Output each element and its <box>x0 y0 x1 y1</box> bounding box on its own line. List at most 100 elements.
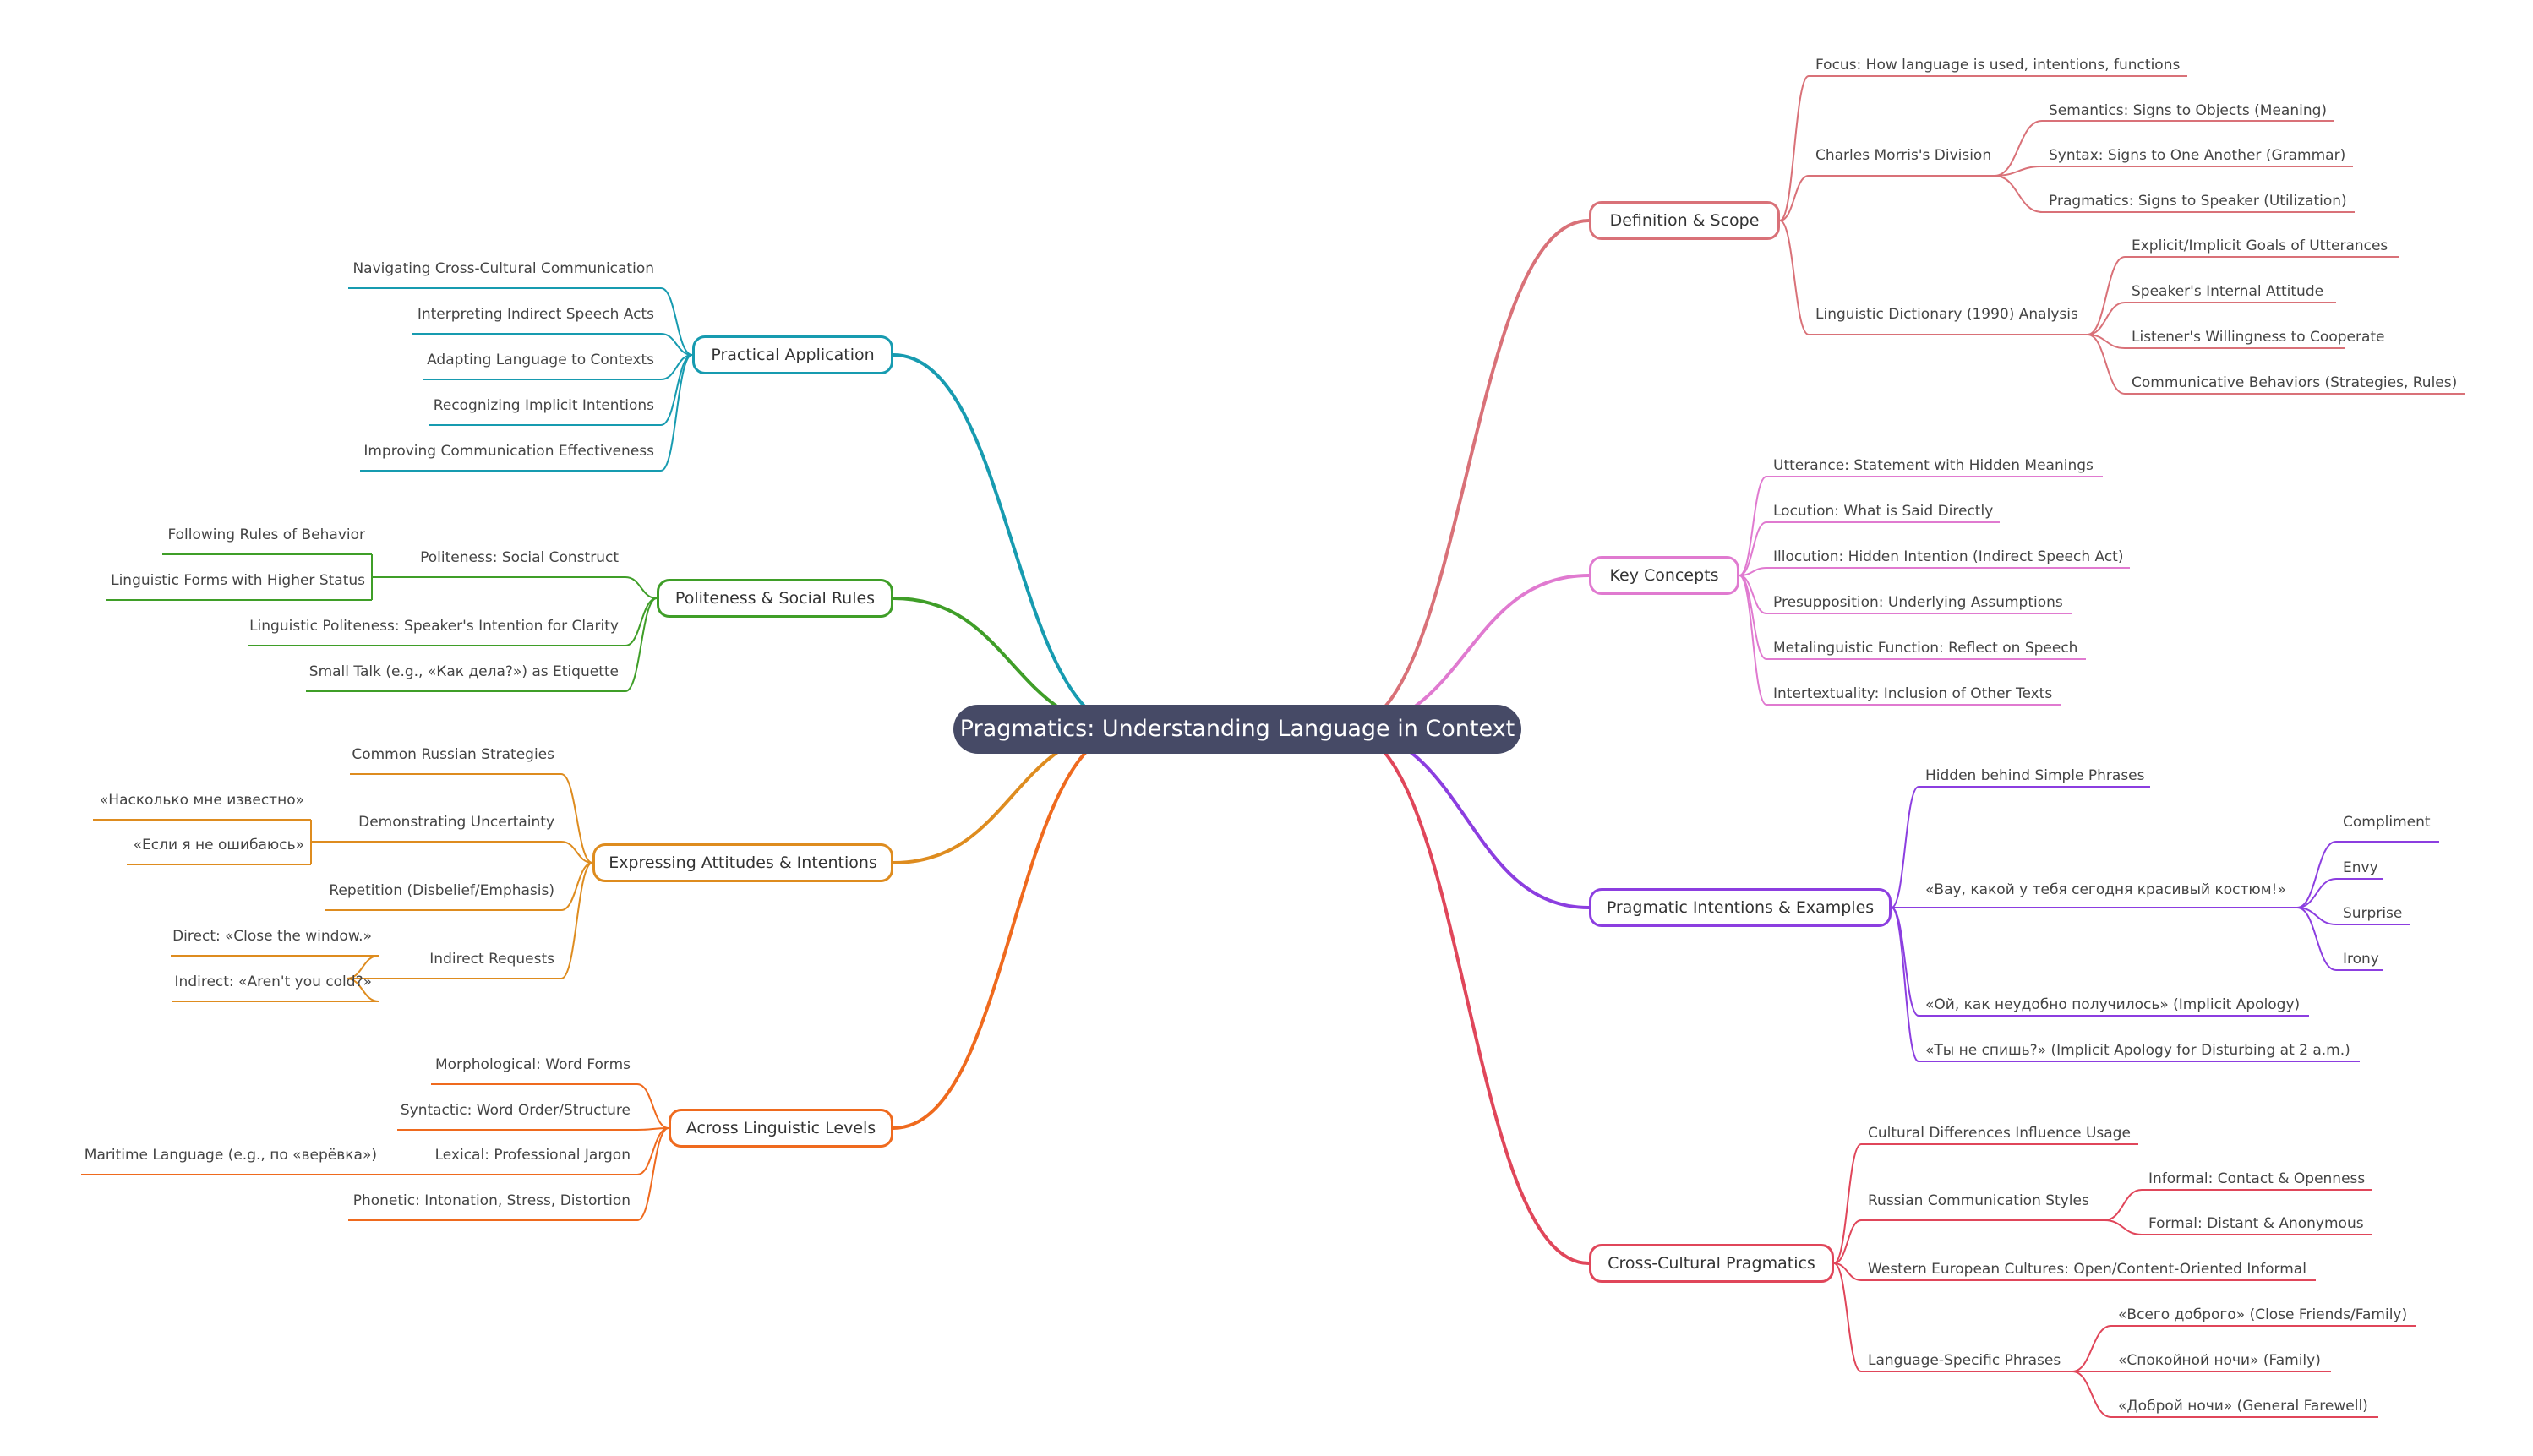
leaf-repetition[interactable]: Repetition (Disbelief/Emphasis) <box>329 882 554 899</box>
leaf-higher-status[interactable]: Linguistic Forms with Higher Status <box>111 572 365 589</box>
leaf-definition-focus[interactable]: Focus: How language is used, intentions,… <box>1815 57 2181 74</box>
leaf-esli-ya[interactable]: «Если я не ошибаюсь» <box>133 837 304 853</box>
edge-l0-0 <box>660 287 693 356</box>
branch-definition-scope[interactable]: Definition & Scope <box>1589 201 1780 240</box>
leaf-morphological[interactable]: Morphological: Word Forms <box>434 1056 631 1073</box>
leaf-presupposition[interactable]: Presupposition: Underlying Assumptions <box>1773 594 2063 611</box>
edge-r5-1 <box>2296 878 2337 908</box>
leaf-dict-willingness[interactable]: Listener's Willingness to Cooperate <box>2132 329 2385 346</box>
edge-r4-2 <box>1891 907 1919 1017</box>
edge-l3-3 <box>560 862 593 979</box>
edge-l0-1 <box>660 333 693 356</box>
edge-l3-2 <box>560 862 593 911</box>
branch-politeness-social-rules[interactable]: Politeness & Social Rules <box>657 579 893 618</box>
leaf-morris-pragmatics[interactable]: Pragmatics: Signs to Speaker (Utilizatio… <box>2049 193 2347 210</box>
edge-r0-0 <box>1779 75 1810 221</box>
edge-r0-1 <box>1779 175 1810 221</box>
branch-expressing-attitudes[interactable]: Expressing Attitudes & Intentions <box>592 843 893 882</box>
leaf-morris-syntax[interactable]: Syntax: Signs to One Another (Grammar) <box>2049 147 2346 164</box>
edge-root-intentions <box>1343 728 1590 909</box>
leaf-linguistic-politeness[interactable]: Linguistic Politeness: Speaker's Intenti… <box>249 618 619 635</box>
leaf-interpreting[interactable]: Interpreting Indirect Speech Acts <box>417 306 654 323</box>
edge-r1-2 <box>1994 175 2043 213</box>
leaf-envy[interactable]: Envy <box>2343 859 2378 876</box>
leaf-utterance[interactable]: Utterance: Statement with Hidden Meaning… <box>1773 457 2094 474</box>
leaf-illocution[interactable]: Illocution: Hidden Intention (Indirect S… <box>1773 548 2124 565</box>
edge-root-levels <box>893 728 1132 1130</box>
leaf-spokoynoy-nochi[interactable]: «Спокойной ночи» (Family) <box>2118 1352 2321 1369</box>
leaf-dict-behaviors[interactable]: Communicative Behaviors (Strategies, Rul… <box>2132 374 2458 391</box>
edge-l3-1 <box>560 841 593 864</box>
leaf-indirect-request[interactable]: Indirect: «Aren't you cold?» <box>174 973 372 990</box>
leaf-morris-semantics[interactable]: Semantics: Signs to Objects (Meaning) <box>2049 102 2328 119</box>
edge-l6-3 <box>636 1127 669 1221</box>
root-node[interactable]: Pragmatics: Understanding Language in Co… <box>953 705 1521 754</box>
edge-l1-2 <box>625 597 658 692</box>
leaf-irony[interactable]: Irony <box>2343 951 2379 968</box>
leaf-following-rules[interactable]: Following Rules of Behavior <box>167 526 365 543</box>
leaf-informal-contact[interactable]: Informal: Contact & Openness <box>2148 1170 2366 1187</box>
edge-r5-2 <box>2296 907 2337 925</box>
edge-r4-0 <box>1891 786 1919 908</box>
branch-cross-cultural[interactable]: Cross-Cultural Pragmatics <box>1589 1244 1834 1283</box>
edge-l1-0 <box>625 576 658 599</box>
edge-r8-2 <box>2072 1371 2112 1418</box>
edge-l1-1 <box>625 597 658 646</box>
leaf-naskolko[interactable]: «Насколько мне известно» <box>99 792 304 809</box>
leaf-dict-attitude[interactable]: Speaker's Internal Attitude <box>2132 283 2324 300</box>
leaf-cultural-differences[interactable]: Cultural Differences Influence Usage <box>1868 1125 2131 1142</box>
leaf-language-phrases[interactable]: Language-Specific Phrases <box>1868 1352 2061 1369</box>
branch-practical-application[interactable]: Practical Application <box>692 335 893 374</box>
edge-l6-0 <box>636 1083 669 1129</box>
leaf-indirect-requests[interactable]: Indirect Requests <box>429 951 554 968</box>
leaf-dict-goals[interactable]: Explicit/Implicit Goals of Utterances <box>2132 237 2388 254</box>
leaf-lexical[interactable]: Lexical: Professional Jargon <box>434 1147 631 1164</box>
leaf-recognizing[interactable]: Recognizing Implicit Intentions <box>433 397 654 414</box>
edge-r2-3 <box>2087 334 2126 395</box>
edge-root-definition <box>1343 219 1590 731</box>
leaf-dobroy-nochi[interactable]: «Доброй ночи» (General Farewell) <box>2118 1398 2368 1415</box>
leaf-common-strategies[interactable]: Common Russian Strategies <box>352 746 554 763</box>
branch-key-concepts[interactable]: Key Concepts <box>1589 556 1739 595</box>
edge-r1-0 <box>1994 120 2043 177</box>
leaf-compliment[interactable]: Compliment <box>2343 814 2431 831</box>
leaf-metalinguistic[interactable]: Metalinguistic Function: Reflect on Spee… <box>1773 640 2078 657</box>
leaf-charles-morris[interactable]: Charles Morris's Division <box>1815 147 1992 164</box>
leaf-vsego-dobrogo[interactable]: «Всего доброго» (Close Friends/Family) <box>2118 1306 2408 1323</box>
branch-pragmatic-intentions[interactable]: Pragmatic Intentions & Examples <box>1589 888 1892 927</box>
leaf-navigating[interactable]: Navigating Cross-Cultural Communication <box>352 260 654 277</box>
edge-r6-2 <box>1833 1262 1862 1281</box>
edge-root-practical <box>893 353 1132 731</box>
leaf-implicit-apology[interactable]: «Ой, как неудобно получилось» (Implicit … <box>1925 996 2301 1013</box>
leaf-syntactic[interactable]: Syntactic: Word Order/Structure <box>400 1102 631 1119</box>
edge-r5-3 <box>2296 907 2337 971</box>
leaf-direct-request[interactable]: Direct: «Close the window.» <box>172 928 372 945</box>
branch-linguistic-levels[interactable]: Across Linguistic Levels <box>669 1109 893 1148</box>
leaf-vau-phrase[interactable]: «Вау, какой у тебя сегодня красивый кост… <box>1925 881 2286 898</box>
edge-r7-1 <box>2104 1219 2143 1235</box>
leaf-phonetic[interactable]: Phonetic: Intonation, Stress, Distortion <box>352 1192 631 1209</box>
edge-r7-0 <box>2104 1189 2143 1221</box>
leaf-western-european[interactable]: Western European Cultures: Open/Content-… <box>1868 1261 2306 1278</box>
leaf-russian-styles[interactable]: Russian Communication Styles <box>1868 1192 2089 1209</box>
leaf-ne-spish[interactable]: «Ты не спишь?» (Implicit Apology for Dis… <box>1925 1042 2350 1059</box>
edge-l3-0 <box>560 773 593 864</box>
edge-r3-5 <box>1739 575 1767 706</box>
edge-r2-0 <box>2087 256 2126 335</box>
edge-r1-1 <box>1994 166 2043 177</box>
leaf-adapting[interactable]: Adapting Language to Contexts <box>427 352 654 368</box>
leaf-intertextuality[interactable]: Intertextuality: Inclusion of Other Text… <box>1773 685 2053 702</box>
leaf-surprise[interactable]: Surprise <box>2343 905 2403 922</box>
leaf-locution[interactable]: Locution: What is Said Directly <box>1773 503 1994 520</box>
leaf-linguistic-dictionary[interactable]: Linguistic Dictionary (1990) Analysis <box>1815 306 2078 323</box>
leaf-maritime[interactable]: Maritime Language (e.g., по «верёвка») <box>84 1147 377 1164</box>
leaf-hidden-phrases[interactable]: Hidden behind Simple Phrases <box>1925 767 2145 784</box>
edge-r8-0 <box>2072 1325 2112 1372</box>
edge-l6-2 <box>636 1127 669 1175</box>
leaf-uncertainty[interactable]: Demonstrating Uncertainty <box>358 814 554 831</box>
leaf-politeness-construct[interactable]: Politeness: Social Construct <box>420 549 619 566</box>
leaf-small-talk[interactable]: Small Talk (e.g., «Как дела?») as Etique… <box>308 663 619 680</box>
leaf-formal-distant[interactable]: Formal: Distant & Anonymous <box>2148 1215 2364 1232</box>
leaf-improving[interactable]: Improving Communication Effectiveness <box>363 443 654 460</box>
